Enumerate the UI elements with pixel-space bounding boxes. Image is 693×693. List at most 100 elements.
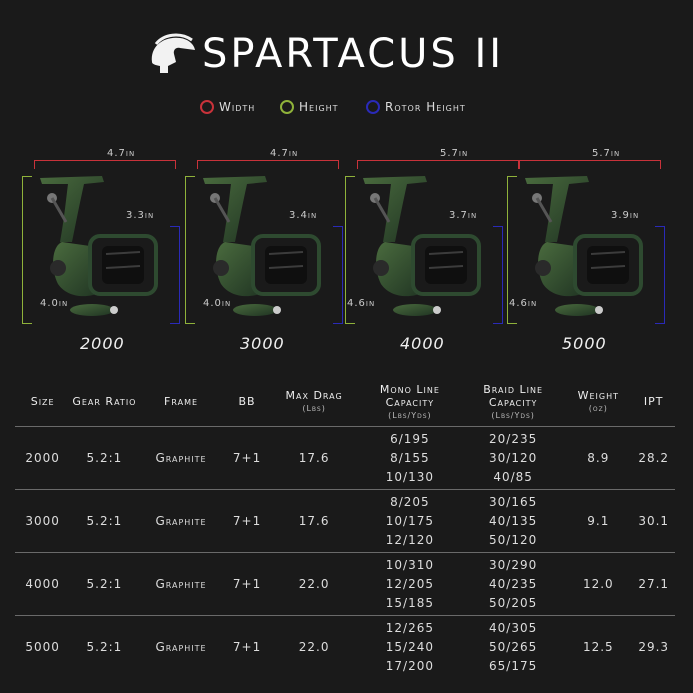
height-value: 4.0in xyxy=(40,298,69,309)
rotor-bracket xyxy=(170,226,180,324)
cell-ipt: 29.3 xyxy=(632,615,675,678)
capacity-line: 8/155 xyxy=(390,450,430,465)
cell-ipt: 28.2 xyxy=(632,426,675,490)
capacity-line: 30/165 xyxy=(489,494,538,509)
height-bracket xyxy=(507,176,517,324)
cell-bb: 7+1 xyxy=(223,426,271,490)
capacity-line: 50/120 xyxy=(489,532,538,547)
rotor-value: 3.3in xyxy=(126,210,155,221)
height-bracket xyxy=(185,176,195,324)
reel-4000: 5.7in 3.7in 4.6in xyxy=(345,148,519,328)
spinning-reel-image xyxy=(40,176,158,316)
col-bb: BB xyxy=(238,394,256,408)
capacity-line: 50/265 xyxy=(489,639,538,654)
cell-max-drag: 17.6 xyxy=(270,489,358,553)
spec-table: Size Gear Ratio Frame BB Max Drag(Lbs) M… xyxy=(15,376,675,678)
legend-label: Rotor Height xyxy=(385,100,466,114)
height-value: 4.6in xyxy=(347,298,376,309)
capacity-line: 12/205 xyxy=(385,576,434,591)
cell-braid-capacity: 30/165 40/135 50/120 xyxy=(462,489,565,553)
rotor-value: 3.4in xyxy=(289,210,318,221)
width-value: 5.7in xyxy=(592,148,621,159)
rotor-value: 3.7in xyxy=(449,210,478,221)
red-circle-icon xyxy=(200,100,214,114)
cell-gear-ratio: 5.2:1 xyxy=(70,552,139,616)
cell-mono-capacity: 8/205 10/175 12/120 xyxy=(357,489,463,553)
cell-max-drag: 22.0 xyxy=(270,552,358,616)
height-value: 4.6in xyxy=(509,298,538,309)
col-braid-capacity: Braid Line Capacity(Lbs/Yds) xyxy=(483,382,544,420)
reel-2000: 4.7in 3.3in 4.0in xyxy=(22,148,180,328)
capacity-line: 10/175 xyxy=(385,513,434,528)
capacity-line: 65/175 xyxy=(489,658,538,673)
col-max-drag: Max Drag(Lbs) xyxy=(285,389,343,413)
width-value: 5.7in xyxy=(440,148,469,159)
capacity-line: 40/135 xyxy=(489,513,538,528)
brand-header: SPARTACUS II xyxy=(0,30,693,78)
cell-braid-capacity: 40/305 50/265 65/175 xyxy=(462,615,565,678)
cell-gear-ratio: 5.2:1 xyxy=(70,426,139,490)
cell-size: 5000 xyxy=(15,615,71,678)
height-bracket xyxy=(22,176,32,324)
capacity-line: 20/235 xyxy=(489,431,538,446)
spinning-reel-image xyxy=(203,176,321,316)
capacity-line: 6/195 xyxy=(390,431,430,446)
capacity-line: 40/305 xyxy=(489,620,538,635)
capacity-line: 15/240 xyxy=(385,639,434,654)
cell-mono-capacity: 6/195 8/155 10/130 xyxy=(357,426,463,490)
capacity-line: 40/85 xyxy=(493,469,533,484)
legend-item-height: Height xyxy=(280,100,339,114)
cell-ipt: 27.1 xyxy=(632,552,675,616)
width-bracket xyxy=(519,160,661,169)
cell-bb: 7+1 xyxy=(223,552,271,616)
capacity-line: 17/200 xyxy=(385,658,434,673)
cell-gear-ratio: 5.2:1 xyxy=(70,615,139,678)
capacity-line: 12/120 xyxy=(385,532,434,547)
capacity-line: 10/130 xyxy=(385,469,434,484)
table-header-row: Size Gear Ratio Frame BB Max Drag(Lbs) M… xyxy=(15,376,675,427)
cell-frame: Graphite xyxy=(138,552,224,616)
cell-weight: 12.5 xyxy=(564,615,633,678)
capacity-line: 8/205 xyxy=(390,494,430,509)
capacity-line: 50/205 xyxy=(489,595,538,610)
cell-size: 2000 xyxy=(15,426,71,490)
legend-item-rotor-height: Rotor Height xyxy=(366,100,466,114)
cell-frame: Graphite xyxy=(138,489,224,553)
legend-label: Width xyxy=(219,100,256,114)
capacity-line: 30/290 xyxy=(489,557,538,572)
cell-braid-capacity: 20/235 30/120 40/85 xyxy=(462,426,565,490)
rotor-bracket xyxy=(655,226,665,324)
cell-size: 3000 xyxy=(15,489,71,553)
col-ipt: IPT xyxy=(643,394,664,408)
cell-gear-ratio: 5.2:1 xyxy=(70,489,139,553)
green-circle-icon xyxy=(280,100,294,114)
reel-size-label: 5000 xyxy=(562,334,607,353)
dimension-legend: Width Height Rotor Height xyxy=(0,100,693,122)
cell-bb: 7+1 xyxy=(223,615,271,678)
blue-circle-icon xyxy=(366,100,380,114)
brand-title: SPARTACUS II xyxy=(202,31,505,77)
width-value: 4.7in xyxy=(270,148,299,159)
rotor-value: 3.9in xyxy=(611,210,640,221)
width-bracket xyxy=(34,160,176,169)
capacity-line: 30/120 xyxy=(489,450,538,465)
legend-label: Height xyxy=(299,100,339,114)
height-bracket xyxy=(345,176,355,324)
cell-frame: Graphite xyxy=(138,615,224,678)
capacity-line: 15/185 xyxy=(385,595,434,610)
cell-size: 4000 xyxy=(15,552,71,616)
cell-max-drag: 22.0 xyxy=(270,615,358,678)
height-value: 4.0in xyxy=(203,298,232,309)
spinning-reel-image xyxy=(363,176,481,316)
rotor-bracket xyxy=(493,226,503,324)
legend-item-width: Width xyxy=(200,100,255,114)
cell-weight: 12.0 xyxy=(564,552,633,616)
cell-ipt: 30.1 xyxy=(632,489,675,553)
reel-size-label: 3000 xyxy=(240,334,285,353)
